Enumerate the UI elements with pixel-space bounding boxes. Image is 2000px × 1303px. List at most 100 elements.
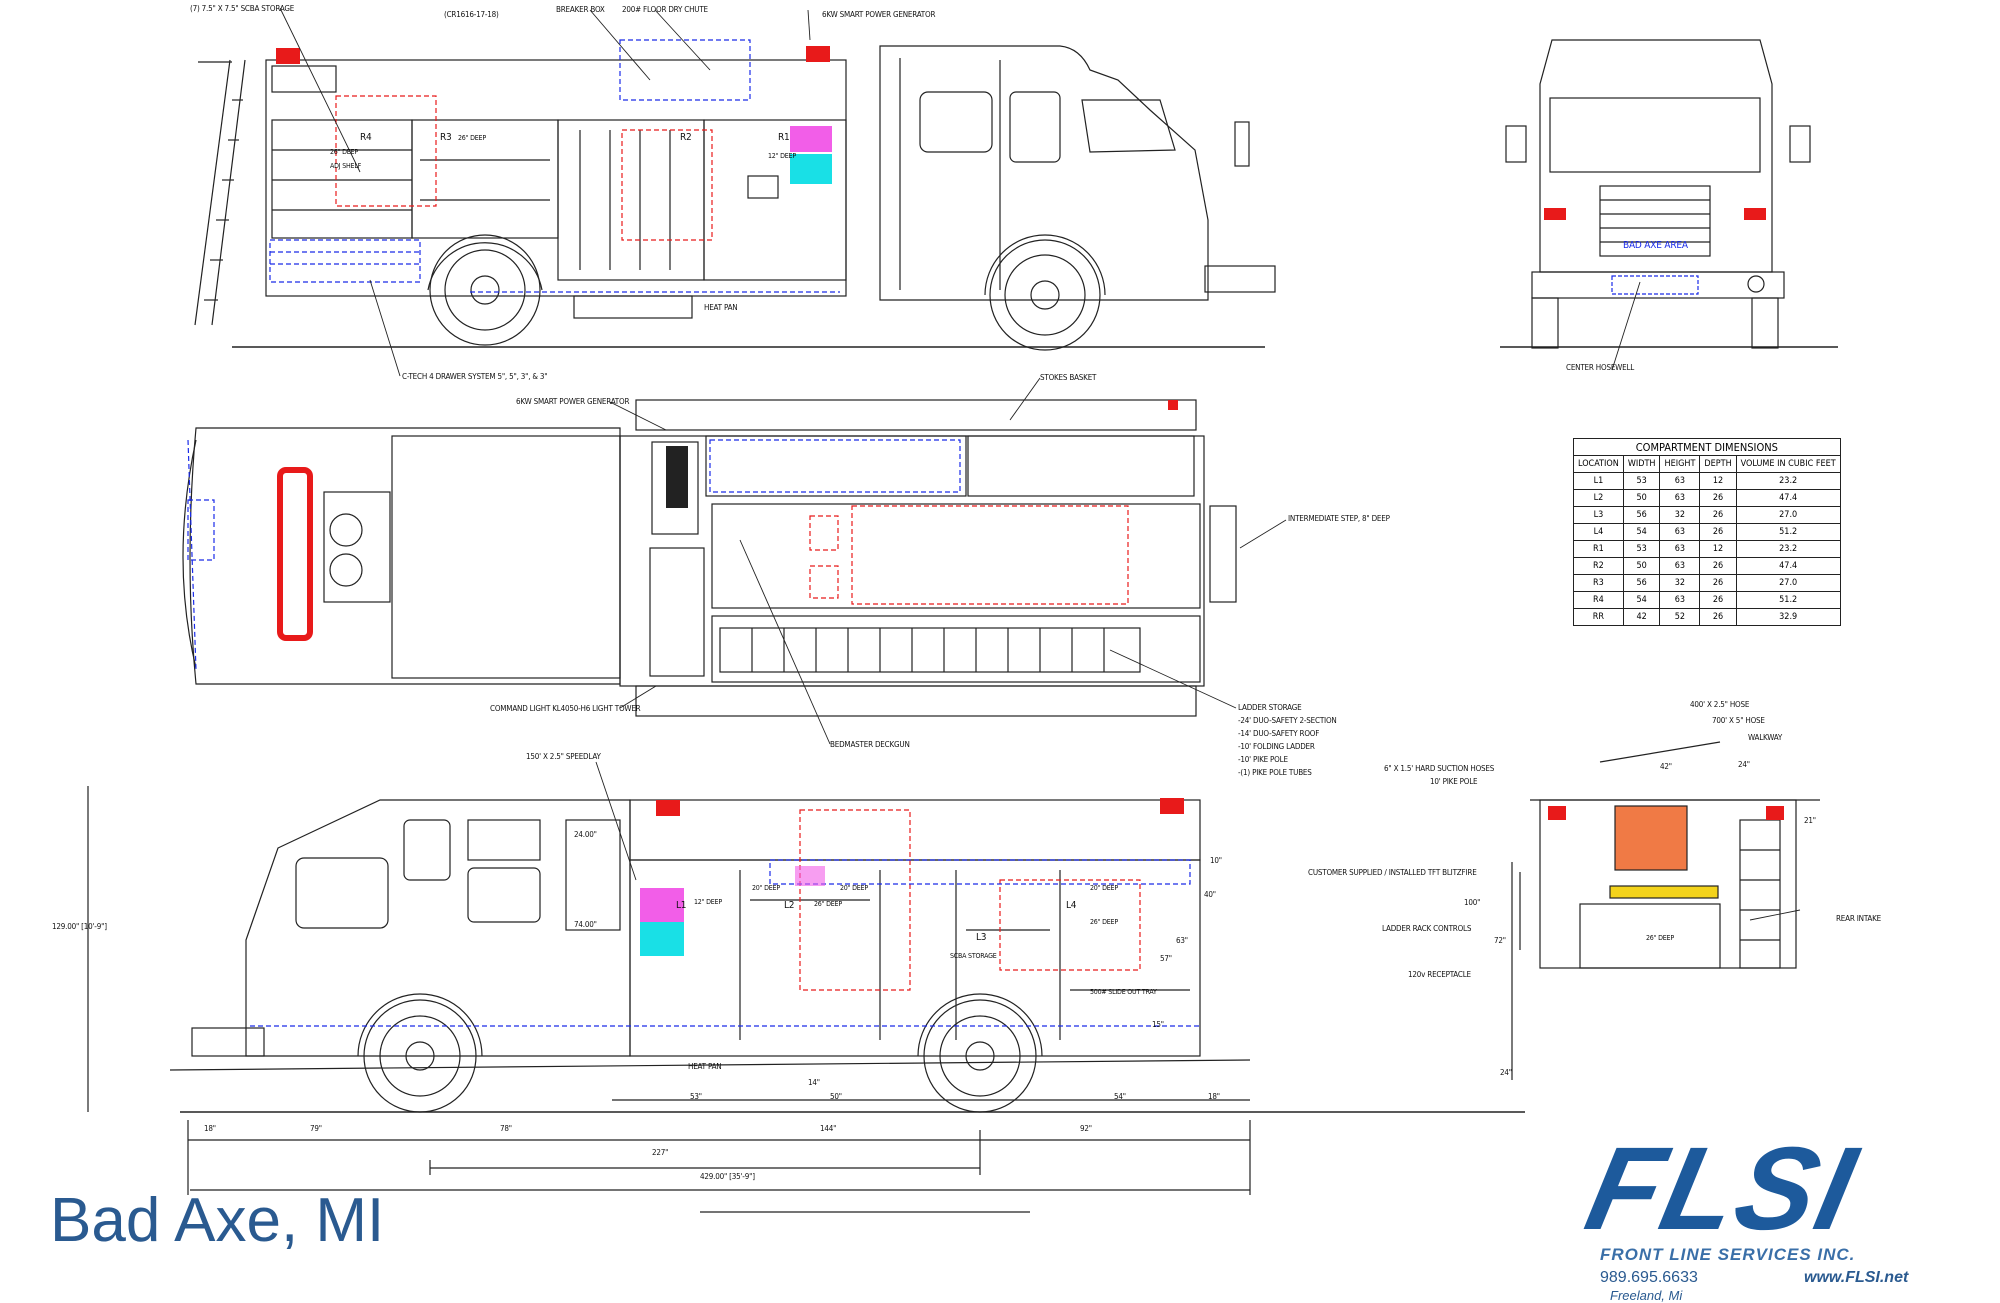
side-elevation-top: [194, 45, 1276, 351]
label-rear-intake: REAR INTAKE: [1836, 914, 1882, 923]
label-dim-100: 100": [1464, 898, 1481, 907]
label-walkway: WALKWAY: [1748, 733, 1783, 742]
table-cell: 51.2: [1735, 591, 1841, 609]
label-center-hosewell: CENTER HOSEWELL: [1566, 363, 1635, 372]
label-l2: L2: [784, 900, 795, 911]
table-cell: L2: [1573, 489, 1624, 507]
table-cell: 27.0: [1735, 574, 1841, 592]
label-breaker: BREAKER BOX: [556, 5, 605, 14]
table-cell: 26: [1699, 506, 1737, 524]
compartment-dimensions-table: COMPARTMENT DIMENSIONS LOCATION WIDTH HE…: [1573, 438, 1841, 626]
logo-tagline: FRONT LINE SERVICES INC.: [1600, 1245, 1856, 1264]
table-cell: 23.2: [1735, 540, 1841, 558]
label-r3: R3: [440, 132, 452, 143]
plan-view: [182, 399, 1237, 717]
label-dim-24b: 24": [1738, 760, 1750, 769]
table-cell: 27.0: [1735, 506, 1841, 524]
label-dim-78: 78": [500, 1124, 512, 1133]
label-generator-top: 6KW SMART POWER GENERATOR: [822, 10, 936, 19]
table-cell: R1: [1573, 540, 1624, 558]
table-cell: L3: [1573, 506, 1624, 524]
label-adj-shelf: ADJ SHELF: [330, 162, 362, 170]
label-dim-18a: 18": [204, 1124, 216, 1133]
table-header: WIDTH: [1622, 455, 1661, 473]
rear-view: [1511, 741, 1820, 1080]
label-dim-79: 79": [310, 1124, 322, 1133]
label-dim-42: 42": [1660, 762, 1672, 771]
label-ladder-4: -10' PIKE POLE: [1238, 755, 1288, 764]
label-dim-14: 14": [808, 1078, 820, 1087]
table-cell: 56: [1622, 574, 1661, 592]
table-header: HEIGHT: [1659, 455, 1701, 473]
table-cell: 26: [1699, 574, 1737, 592]
table-title: COMPARTMENT DIMENSIONS: [1573, 438, 1841, 456]
label-dim-63: 63": [1176, 936, 1188, 945]
logo-mark: FLSI: [1575, 1123, 1868, 1255]
label-ladder-5: -(1) PIKE POLE TUBES: [1238, 768, 1312, 777]
flsi-logo: FLSI FRONT LINE SERVICES INC. 989.695.66…: [1576, 1123, 1980, 1303]
label-r1: R1: [778, 132, 790, 143]
table-cell: 53: [1622, 540, 1661, 558]
label-dim-53: 53": [690, 1092, 702, 1101]
table-cell: L1: [1573, 472, 1624, 490]
table-cell: 50: [1622, 557, 1661, 575]
table-cell: 12: [1699, 472, 1737, 490]
label-deep-12b: 12" DEEP: [694, 898, 722, 906]
label-deckgun: BEDMASTER DECKGUN: [830, 740, 910, 749]
label-dim-18b: 18": [1208, 1092, 1220, 1101]
label-deep-26b: 26" DEEP: [814, 900, 842, 908]
label-cord-reel: (CR1616-17-18): [444, 10, 499, 19]
label-r2: R2: [680, 132, 692, 143]
label-receptacle: 120v RECEPTACLE: [1408, 970, 1471, 979]
table-cell: 51.2: [1735, 523, 1841, 541]
label-generator-plan: 6KW SMART POWER GENERATOR: [516, 397, 630, 406]
table-cell: L4: [1573, 523, 1624, 541]
table-cell: 56: [1622, 506, 1661, 524]
label-l4: L4: [1066, 900, 1077, 911]
label-scba-stor: SCBA STORAGE: [950, 952, 997, 960]
label-dim-429: 429.00" [35'-9"]: [700, 1172, 755, 1181]
label-int-step: INTERMEDIATE STEP, 8" DEEP: [1288, 514, 1390, 523]
label-deep-20c: 20" DEEP: [1090, 884, 1118, 892]
label-ladder-3: -10' FOLDING LADDER: [1238, 742, 1315, 751]
table-cell: R4: [1573, 591, 1624, 609]
front-view: [1500, 39, 1838, 349]
table-cell: 63: [1659, 540, 1701, 558]
table-cell: 53: [1622, 472, 1661, 490]
table-cell: 54: [1622, 523, 1661, 541]
label-deep-26: 26" DEEP: [330, 148, 358, 156]
label-dim-21: 21": [1804, 816, 1816, 825]
table-header: VOLUME IN CUBIC FEET: [1735, 455, 1841, 473]
table-cell: R3: [1573, 574, 1624, 592]
table-cell: 50: [1622, 489, 1661, 507]
logo-city: Freeland, Mi: [1610, 1288, 1683, 1303]
table-cell: 32: [1659, 574, 1701, 592]
table-cell: RR: [1573, 608, 1624, 626]
table-cell: 63: [1659, 557, 1701, 575]
table-cell: 26: [1699, 591, 1737, 609]
label-dim-50: 50": [830, 1092, 842, 1101]
table-cell: 63: [1659, 523, 1701, 541]
label-dim-129: 129.00" [10'-9"]: [52, 922, 107, 931]
label-ctech: C-TECH 4 DRAWER SYSTEM 5", 5", 3", & 3": [402, 372, 548, 381]
logo-phone: 989.695.6633: [1600, 1269, 1698, 1286]
label-dim-57: 57": [1160, 954, 1172, 963]
table-cell: 12: [1699, 540, 1737, 558]
table-cell: 63: [1659, 489, 1701, 507]
table-cell: 42: [1622, 608, 1661, 626]
label-stokes: STOKES BASKET: [1040, 373, 1097, 382]
label-dim-72: 72": [1494, 936, 1506, 945]
label-dim-144: 144": [820, 1124, 837, 1133]
label-r4: R4: [360, 132, 372, 143]
table-cell: 47.4: [1735, 489, 1841, 507]
table-cell: R2: [1573, 557, 1624, 575]
table-cell: 32: [1659, 506, 1701, 524]
label-dim-74: 74.00": [574, 920, 597, 929]
